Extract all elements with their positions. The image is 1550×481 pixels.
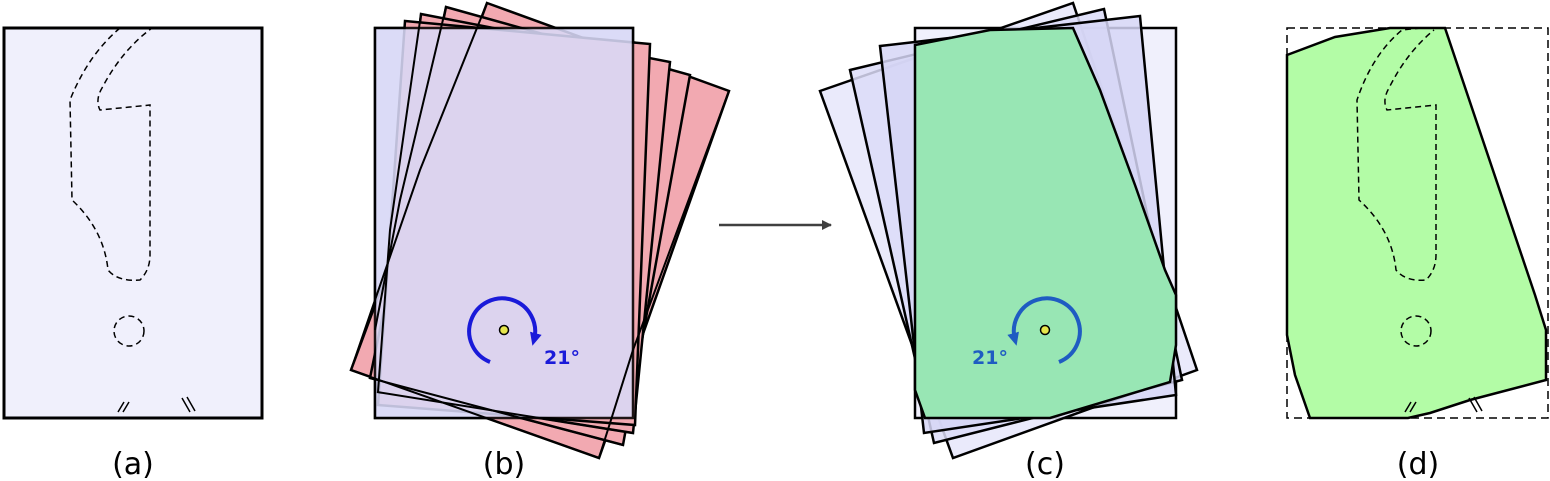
angle-label: 21° xyxy=(972,347,1008,369)
rotation-arrow xyxy=(467,296,542,364)
panel-a: (a) xyxy=(2,26,264,481)
usable-region xyxy=(1285,26,1548,420)
rotated-outline-overlay xyxy=(350,2,730,460)
panel-b: 21° (b) xyxy=(349,1,731,481)
part-outline xyxy=(1356,27,1483,413)
caption-a: (a) xyxy=(112,447,154,481)
panel-c: 21° (c) xyxy=(818,1,1199,481)
angle-label: 21° xyxy=(544,347,580,369)
sheet-rectangle xyxy=(2,26,264,420)
rotation-arrow xyxy=(1007,296,1082,364)
intersection-region xyxy=(913,26,1178,420)
pivot-point xyxy=(1039,324,1051,336)
caption-b: (b) xyxy=(483,447,525,481)
caption-c: (c) xyxy=(1025,447,1065,481)
pivot-point xyxy=(498,324,510,336)
caption-d: (d) xyxy=(1397,447,1439,481)
overlap-region xyxy=(373,26,635,420)
panel-d: (d) xyxy=(1285,26,1549,481)
part-outline xyxy=(69,27,196,413)
